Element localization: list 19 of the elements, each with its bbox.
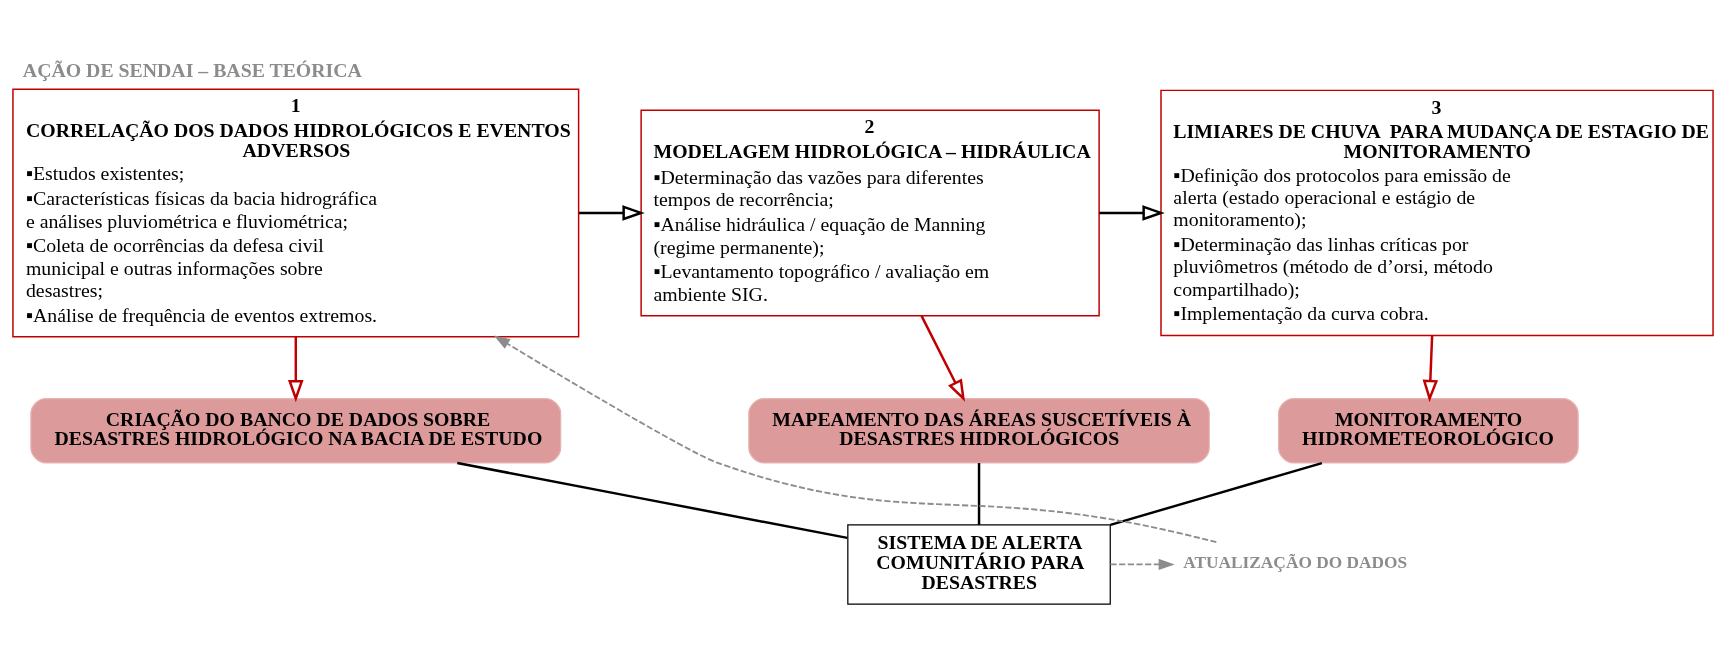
node-box: 3 LIMIARES DE CHUVA PARA MUDANÇA DE ESTAGIO DE MONITORAMENTO ▪Definição dos protocolos para emissão de alerta (estado operacional e estágio de monitoramento); ▪Determinação das linhas críticas por pluviômetros (método de d’orsi, método compartilhado); ▪Implementação da curva cobra. bbox=[1160, 89, 1714, 337]
connector bbox=[457, 461, 848, 540]
arrow bbox=[493, 335, 1218, 544]
arrow bbox=[1422, 335, 1439, 403]
node-box: SISTEMA DE ALERTA COMUNITÁRIO PARA DESASTRES bbox=[847, 524, 1111, 605]
arrow bbox=[1099, 205, 1165, 221]
node-box: CRIAÇÃO DO BANCO DE DADOS SOBRE DESASTRES HIDROLÓGICO NA BACIA DE ESTUDO bbox=[30, 397, 562, 464]
arrow bbox=[287, 336, 304, 403]
connector bbox=[977, 463, 981, 525]
node-box: 2 MODELAGEM HIDROLÓGICA – HIDRÁULICA ▪Determinação das vazões para diferentes tempos de recorrência; ▪Análise hidráulica / equação de Manning (regime permanente); ▪Levantamento topográfico / avaliação em ambiente SIG. bbox=[640, 109, 1100, 317]
arrow bbox=[579, 205, 645, 221]
node-text: ATUALIZAÇÃO DO DADOS bbox=[1183, 553, 1408, 573]
node-box: 1 CORRELAÇÃO DOS DADOS HIDROLÓGICOS E EVENTOS ADVERSOS ▪Estudos existentes; ▪Características físicas da bacia hidrográfica e análises pluviométrica e fluviométrica; ▪Coleta de ocorrências da defesa civil municipal e outras informações sobre desastres; ▪Análise de frequência de eventos extremos. bbox=[12, 88, 580, 338]
node-box: MONITORAMENTO HIDROMETEOROLÓGICO bbox=[1277, 397, 1579, 464]
arrow bbox=[920, 315, 966, 402]
connector bbox=[1110, 461, 1323, 527]
node-box: MAPEAMENTO DAS ÁREAS SUSCETÍVEIS À DESASTRES HIDROLÓGICOS bbox=[748, 397, 1210, 464]
arrow bbox=[1109, 558, 1175, 571]
diagram-title: AÇÃO DE SENDAI – BASE TEÓRICA bbox=[22, 58, 362, 81]
